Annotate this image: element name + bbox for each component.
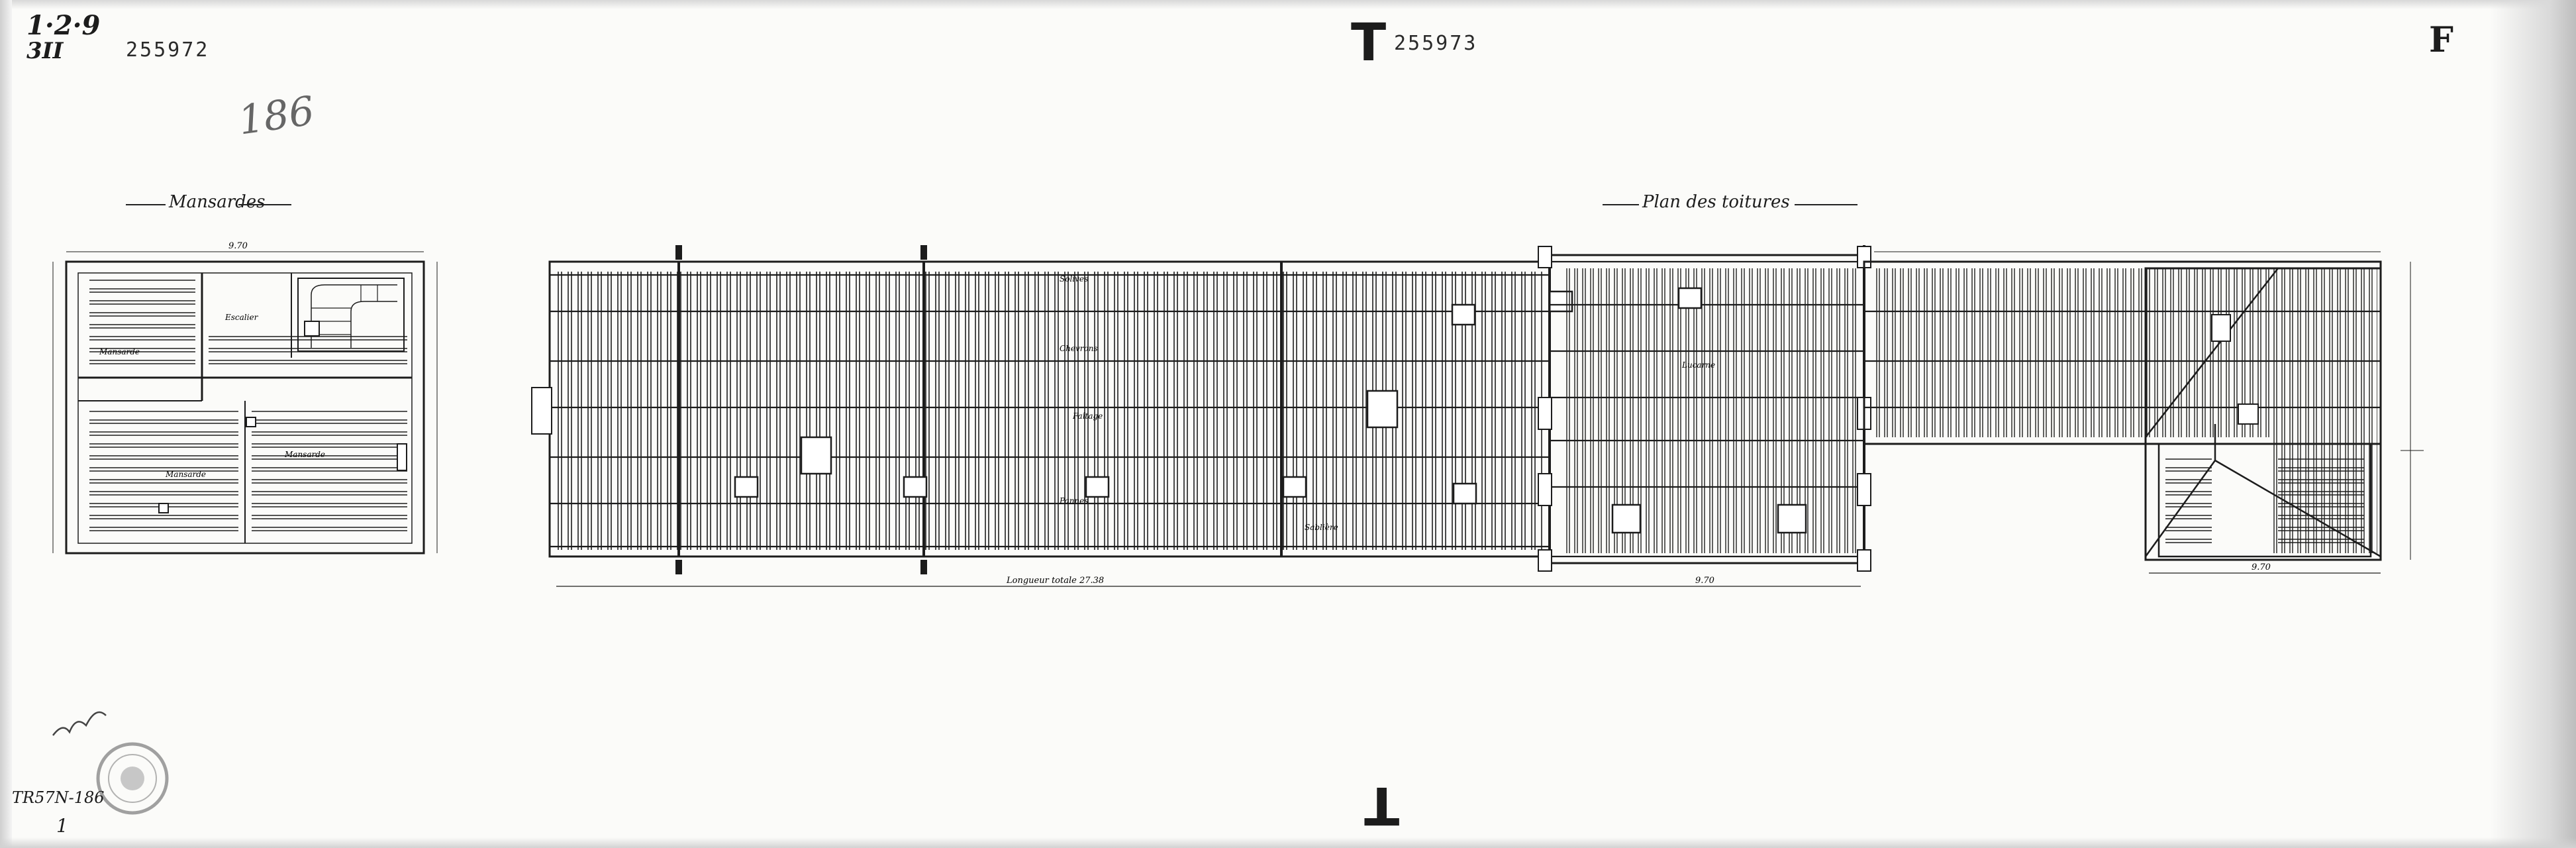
left-label-stair: Escalier <box>224 313 259 322</box>
left-title-rule-right <box>238 204 291 205</box>
inventory-sub: 1 <box>56 815 68 837</box>
left-dimension-top: 9.70 <box>228 241 248 251</box>
left-label-room-bottom-left: Mansarde <box>165 470 206 479</box>
main-label-solives: Solives <box>1060 274 1088 284</box>
main-label-lucarne: Lucarne <box>1681 360 1715 370</box>
sheet-bottom-edge <box>0 837 2576 848</box>
main-plan: Solives Chevrons Faîtage Sablière Pannes <box>531 245 2424 587</box>
corner-code-main: 1·2·9 <box>26 10 101 41</box>
sheet-right-edge <box>2490 0 2576 848</box>
bottom-mark: T <box>1364 775 1400 835</box>
handwritten-initials <box>52 711 107 736</box>
main-label-pannes: Pannes <box>1059 496 1088 505</box>
sheet-mark-center: T <box>1351 13 1387 73</box>
corner-letter: F <box>2429 20 2453 60</box>
archive-number-center: 255973 <box>1394 32 1478 55</box>
corner-code-sub: 3II <box>26 38 64 64</box>
main-title-rule-right <box>1795 204 1858 205</box>
left-title-rule-left <box>126 204 166 205</box>
left-plan-title: Mansardes <box>169 192 266 212</box>
main-label-chevrons: Chevrons <box>1060 344 1098 353</box>
main-title-rule-left <box>1603 204 1639 205</box>
archive-number-left: 255972 <box>126 38 210 62</box>
left-plan: 9.70 Escalier Mansarde Mansarde Mansarde <box>52 241 438 555</box>
corner-code: 1·2·9 3II <box>26 13 100 64</box>
inventory-code: TR57N-186 <box>12 788 105 807</box>
left-label-room-bottom-right: Mansarde <box>284 450 325 459</box>
sheet-top-edge <box>0 0 2576 9</box>
main-plan-title: Plan des toitures <box>1642 192 1790 212</box>
main-overall-dimension: Longueur totale 27.38 <box>1006 576 1104 586</box>
left-label-room-top: Mansarde <box>99 347 140 356</box>
main-label-faitage: Faîtage <box>1072 411 1103 421</box>
main-middle-dimension: 9.70 <box>1695 576 1714 586</box>
sheet-left-edge <box>0 0 12 848</box>
main-label-sabliere: Sablière <box>1305 523 1338 532</box>
archive-stamp <box>96 742 169 815</box>
main-right-dimension: 9.70 <box>2252 562 2271 572</box>
